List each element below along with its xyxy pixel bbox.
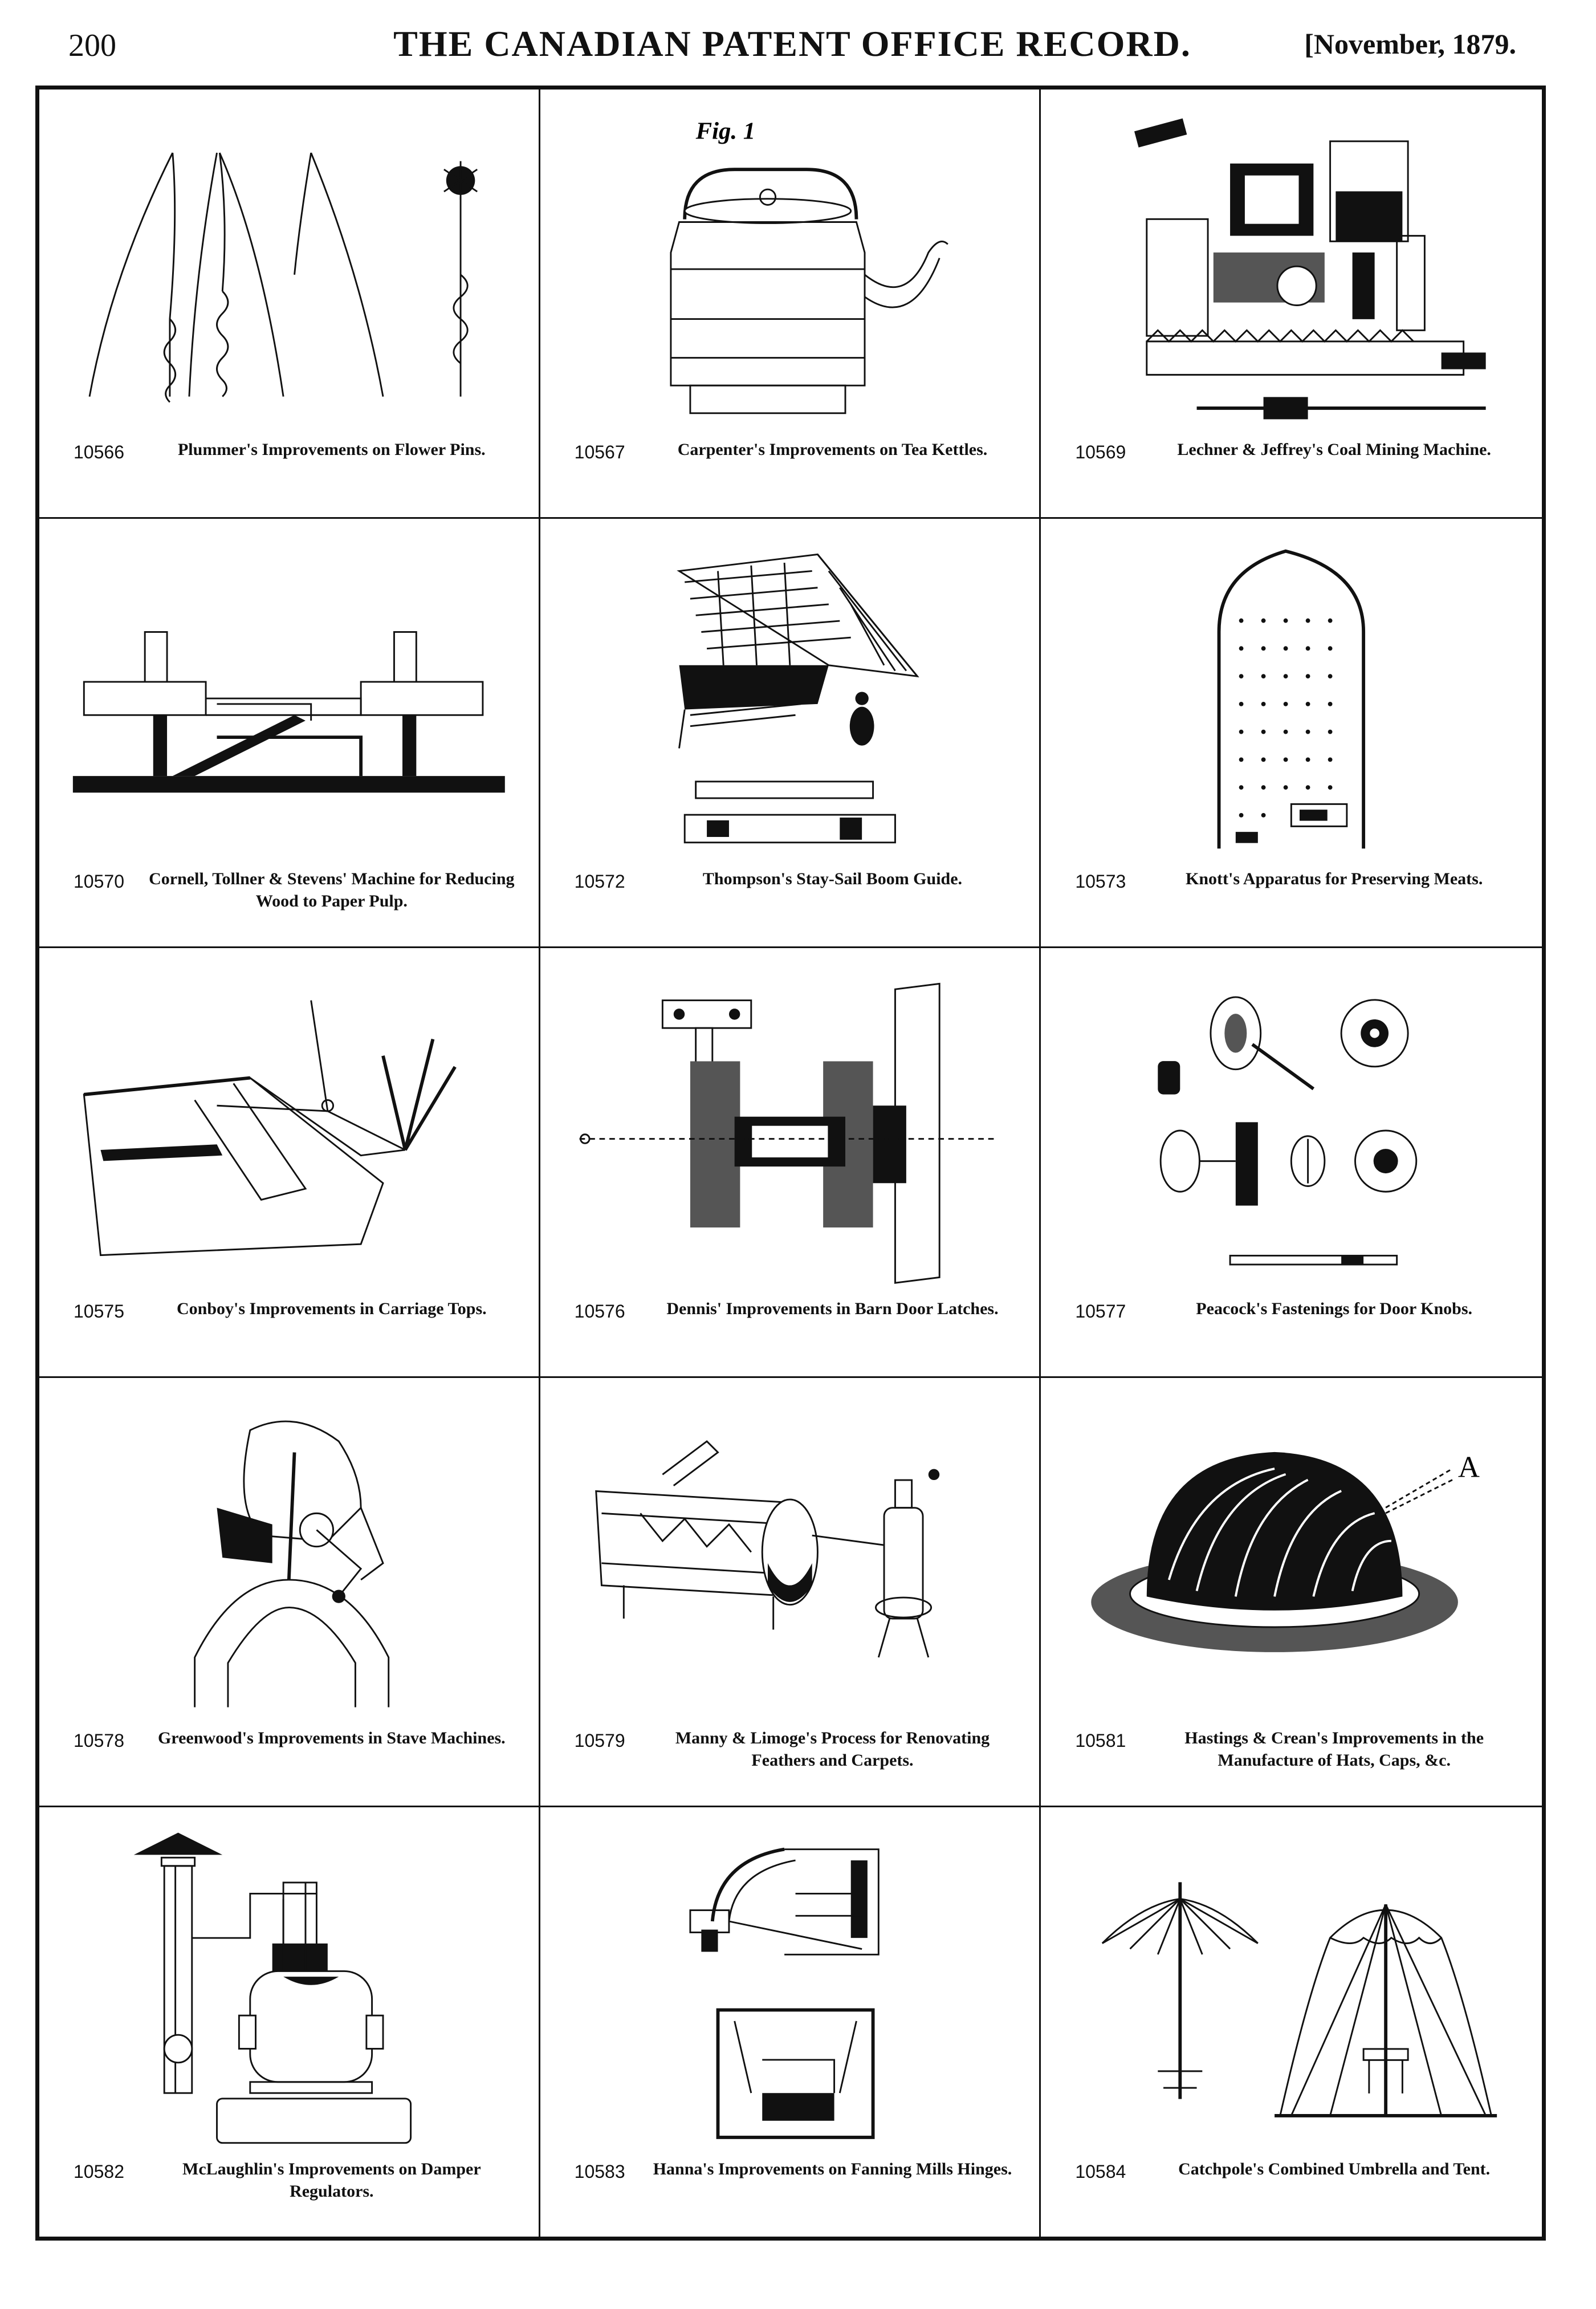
page-number: 200 [68,28,116,63]
patent-title: Plummer's Improvements on Flower Pins. [177,440,486,460]
feather-renovating-apparatus-illustration [552,1389,1028,1726]
patent-title: Thompson's Stay-Sail Boom Guide. [702,869,963,889]
barn-door-latch-illustration [552,960,1028,1296]
carriage-tops-illustration [51,960,527,1296]
issue-date: [November, 1879. [1304,28,1516,60]
patent-title: Peacock's Fastenings for Door Knobs. [1196,1299,1473,1318]
patent-title: Cornell, Tollner & Stevens' Machine for … [149,869,515,911]
patent-cell-10582: 10582 McLaughlin's Improvements on Dampe… [39,1807,540,2237]
umbrella-tent-illustration [1052,1819,1530,2157]
patent-cell-10576: 10576 Dennis' Improvements in Barn Door … [540,948,1041,1378]
hat-manufacture-illustration: A [1052,1389,1530,1726]
patent-title: Carpenter's Improvements on Tea Kettles. [677,440,988,460]
patent-number: 10572 [574,871,625,892]
patent-cell-10570: 10570 Cornell, Tollner & Stevens' Machin… [39,519,540,949]
patent-number: 10584 [1075,2161,1126,2182]
patent-cell-10569: 10569 Lechner & Jeffrey's Coal Mining Ma… [1041,90,1542,519]
patent-title: Manny & Limoge's Process for Renovating … [675,1728,990,1770]
patent-title: Greenwood's Improvements in Stave Machin… [157,1728,506,1747]
patent-title: Conboy's Improvements in Carriage Tops. [176,1299,487,1318]
patent-title: McLaughlin's Improvements on Damper Regu… [182,2160,481,2201]
coal-mining-machine-illustration [1052,101,1530,437]
stave-machine-illustration [51,1389,527,1726]
patent-cell-10584: 10584 Catchpole's Combined Umbrella and … [1041,1807,1542,2237]
patent-cell-10583: 10583 Hanna's Improvements on Fanning Mi… [540,1807,1041,2237]
patent-title: Knott's Apparatus for Preserving Meats. [1185,869,1483,889]
patent-cell-10579: 10579 Manny & Limoge's Process for Renov… [540,1377,1041,1807]
patent-cell-10573: 10573 Knott's Apparatus for Preserving M… [1041,519,1542,949]
patent-number: 10573 [1075,871,1126,892]
stay-sail-boom-guide-illustration [552,530,1028,867]
patent-cell-10581: A 10581 Hastings & Crean's Improvements … [1041,1378,1542,1807]
door-knob-fastenings-illustration [1052,960,1530,1296]
fanning-mill-hinges-illustration [552,1819,1028,2157]
meat-preserving-apparatus-illustration [1052,530,1530,867]
damper-regulator-illustration [51,1819,527,2157]
patent-number: 10575 [74,1300,124,1322]
flower-pins-illustration [51,101,527,437]
page-header: 200 THE CANADIAN PATENT OFFICE RECORD. [… [68,23,1516,68]
patent-cell-10567: Fig. 1 10567 Carpenter's Improvements on… [540,90,1041,519]
patent-cell-10566: 10566 Plummer's Improvements on Flower P… [39,90,540,519]
hat-figure-label: A [1458,1450,1480,1483]
publication-title: THE CANADIAN PATENT OFFICE RECORD. [393,23,1191,64]
patent-number: 10569 [1075,442,1126,463]
patent-number: 10583 [574,2161,625,2182]
patent-cell-10572: 10572 Thompson's Stay-Sail Boom Guide. [540,519,1041,949]
patent-number: 10570 [74,871,124,892]
paper-pulp-machine-illustration [51,530,527,867]
patent-grid: 10566 Plummer's Improvements on Flower P… [35,86,1546,2241]
patent-title: Lechner & Jeffrey's Coal Mining Machine. [1177,440,1491,460]
patent-cell-10578: 10578 Greenwood's Improvements in Stave … [39,1377,540,1807]
patent-number: 10577 [1075,1300,1126,1322]
patent-number: 10579 [574,1730,625,1751]
patent-cell-10577: 10577 Peacock's Fastenings for Door Knob… [1041,948,1542,1378]
patent-number: 10581 [1075,1730,1126,1751]
patent-number: 10576 [574,1300,625,1322]
patent-number: 10578 [74,1730,124,1751]
patent-number: 10582 [74,2161,124,2182]
patent-title: Hastings & Crean's Improvements in the M… [1184,1728,1484,1770]
kettle-figure-label: Fig. 1 [695,118,755,145]
patent-title: Catchpole's Combined Umbrella and Tent. [1178,2160,1491,2178]
patent-title: Dennis' Improvements in Barn Door Latche… [666,1299,999,1318]
patent-number: 10567 [574,442,625,463]
patent-number: 10566 [74,442,124,463]
patent-title: Hanna's Improvements on Fanning Mills Hi… [653,2160,1012,2178]
tea-kettle-illustration: Fig. 1 [552,101,1028,437]
patent-cell-10575: 10575 Conboy's Improvements in Carriage … [39,948,540,1378]
